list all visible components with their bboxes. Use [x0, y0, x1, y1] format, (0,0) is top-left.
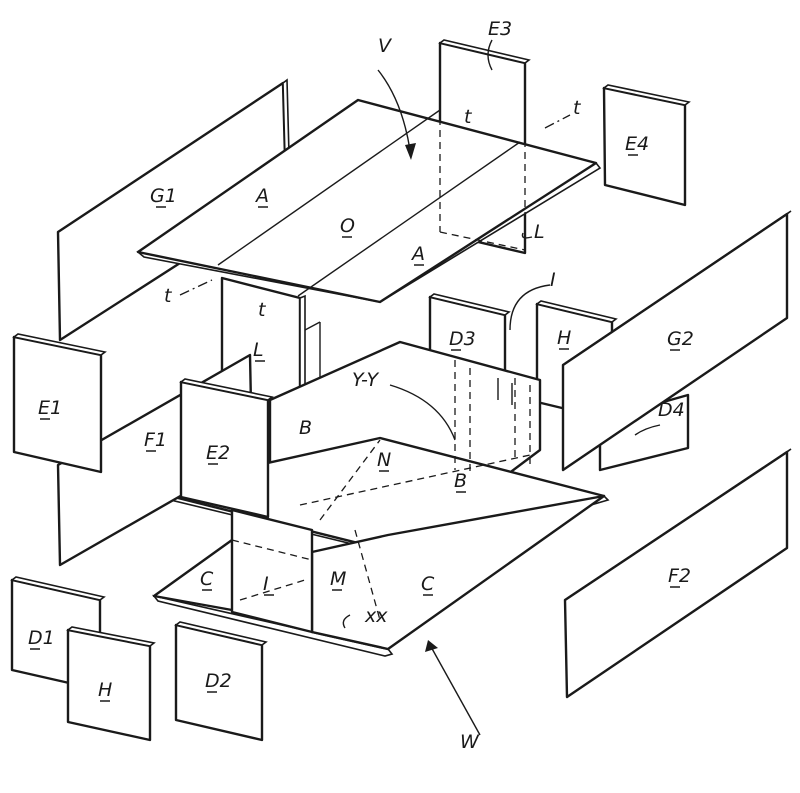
label-e1: E1 [38, 397, 62, 419]
label-h1: H [557, 327, 571, 349]
panel-e4 [602, 84, 691, 207]
panel-e1 [12, 333, 107, 474]
label-n: N [377, 449, 391, 471]
label-w: W [460, 731, 480, 753]
label-e3: E3 [488, 18, 512, 40]
label-t3: t [164, 285, 173, 307]
arrow-head-v [405, 143, 416, 160]
label-i2: I [263, 573, 269, 595]
label-g1: G1 [150, 185, 177, 207]
label-f2: F2 [668, 565, 691, 587]
label-e4: E4 [625, 133, 649, 155]
panel-h-lower [66, 626, 156, 742]
panel-e2 [179, 378, 274, 519]
label-t1: t [464, 106, 473, 128]
label-underlines [30, 154, 680, 702]
label-d1: D1 [28, 627, 55, 649]
plate-top [136, 98, 602, 304]
label-b1: B [299, 417, 312, 439]
leader-lines [342, 39, 661, 736]
label-o: O [340, 215, 355, 237]
label-a1: A [254, 185, 269, 207]
label-f1: F1 [144, 429, 167, 451]
label-t4: t [258, 299, 267, 321]
label-a2: A [410, 243, 425, 265]
label-i1: I [550, 269, 556, 291]
label-h2: H [98, 679, 112, 701]
arrow-head-w [425, 640, 438, 652]
label-xx: xx [364, 605, 388, 627]
label-e2: E2 [206, 442, 230, 464]
label-yy: Y-Y [352, 369, 379, 391]
label-l2: L [253, 339, 264, 361]
label-d4: D4 [658, 399, 685, 421]
label-v: V [378, 35, 393, 57]
label-d3: D3 [449, 328, 476, 350]
label-l1: L [534, 221, 545, 243]
panel-g2 [561, 210, 792, 472]
label-c2: C [421, 573, 435, 595]
panel-f2 [563, 448, 792, 699]
label-m: M [330, 568, 346, 590]
label-g2: G2 [667, 328, 694, 350]
label-b2: B [454, 470, 467, 492]
panel-d2 [174, 621, 268, 742]
label-t2: t [573, 97, 582, 119]
label-d2: D2 [205, 670, 232, 692]
label-c1: C [200, 568, 214, 590]
labels: V E3 t t E4 G1 A O A L t t L I D3 H G2 E… [28, 18, 694, 753]
